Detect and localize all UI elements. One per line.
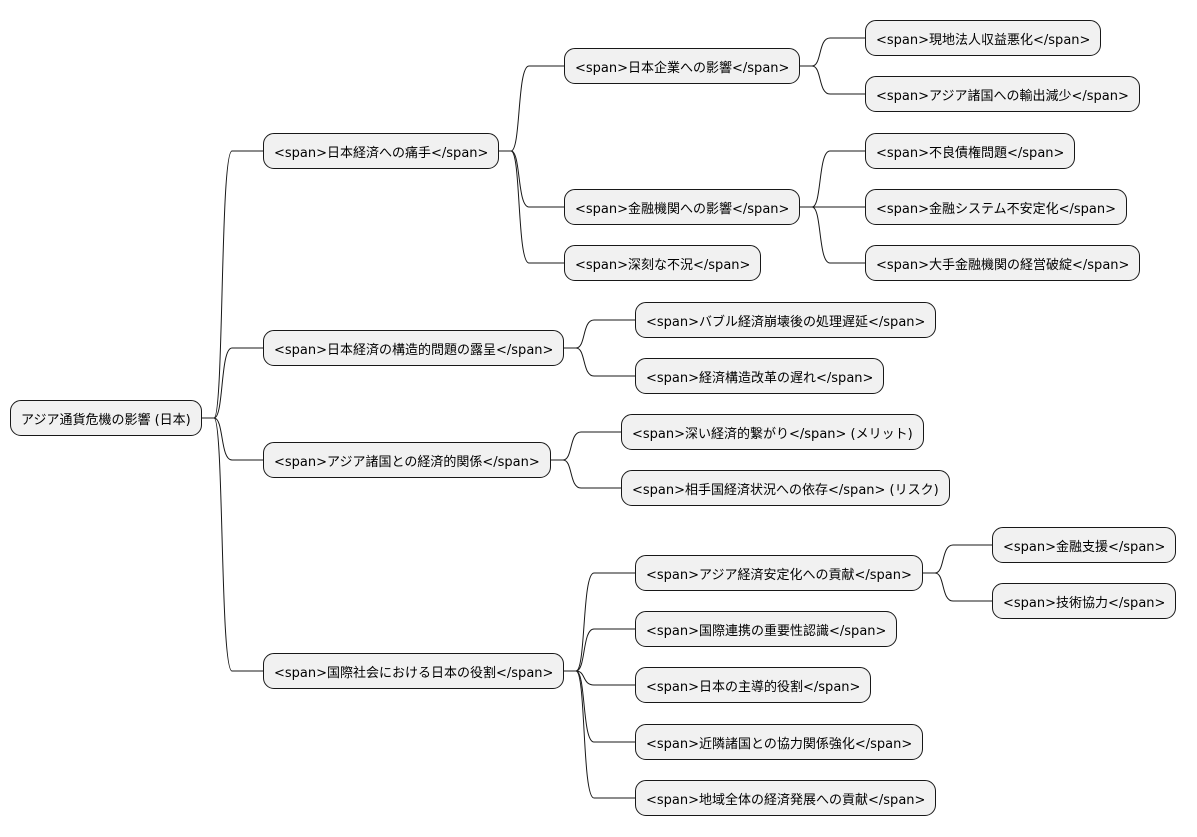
leaf-leading-role: <span>日本の主導的役割</span> bbox=[635, 667, 872, 703]
leaf-subsidiary-profit-decline: <span>現地法人収益悪化</span> bbox=[865, 20, 1102, 56]
node-severe-recession: <span>深刻な不況</span> bbox=[564, 245, 762, 281]
leaf-dependency: <span>相手国経済状況への依存</span> (リスク) bbox=[621, 470, 950, 506]
leaf-intl-cooperation: <span>国際連携の重要性認識</span> bbox=[635, 611, 898, 647]
connector-root-b4 bbox=[202, 417, 263, 672]
connector-b4-b4_4 bbox=[564, 670, 635, 743]
connector-b1-b1_2 bbox=[499, 150, 564, 208]
leaf-tech-cooperation: <span>技術協力</span> bbox=[992, 583, 1177, 619]
leaf-bad-loans: <span>不良債権問題</span> bbox=[865, 133, 1076, 169]
connector-b1_1-b1_1_2 bbox=[800, 65, 865, 95]
branch-international-role: <span>国際社会における日本の役割</span> bbox=[263, 653, 565, 689]
connector-b4-b4_2 bbox=[564, 628, 635, 672]
connector-b4_1-b4_1_2 bbox=[923, 572, 992, 602]
leaf-neighbor-cooperation: <span>近隣諸国との協力関係強化</span> bbox=[635, 724, 924, 760]
node-asia-stabilization: <span>アジア経済安定化への貢献</span> bbox=[635, 555, 923, 591]
connector-b3-b3_2 bbox=[551, 459, 621, 489]
connector-b1-b1_1 bbox=[499, 65, 564, 152]
node-corporate-impact: <span>日本企業への影響</span> bbox=[564, 48, 801, 84]
connector-b1-b1_3 bbox=[499, 150, 564, 264]
connector-b3-b3_1 bbox=[551, 431, 621, 461]
root-node: アジア通貨危機の影響 (日本) bbox=[10, 400, 202, 436]
connector-b1_2-b1_2_3 bbox=[800, 206, 865, 264]
branch-economic-damage: <span>日本経済への痛手</span> bbox=[263, 133, 500, 169]
connector-b4-b4_1 bbox=[564, 572, 635, 672]
leaf-export-decline: <span>アジア諸国への輸出減少</span> bbox=[865, 76, 1140, 112]
connector-b4_1-b4_1_1 bbox=[923, 544, 992, 574]
connector-b1_2-b1_2_1 bbox=[800, 150, 865, 208]
leaf-deep-ties: <span>深い経済的繋がり</span> (メリット) bbox=[621, 414, 924, 450]
leaf-bank-failures: <span>大手金融機関の経営破綻</span> bbox=[865, 245, 1141, 281]
connector-root-b1 bbox=[202, 150, 263, 419]
connector-b4-b4_5 bbox=[564, 670, 635, 799]
connector-b4-b4_3 bbox=[564, 670, 635, 686]
connector-b2-b2_2 bbox=[564, 347, 635, 377]
leaf-financial-support: <span>金融支援</span> bbox=[992, 527, 1177, 563]
leaf-reform-delay: <span>経済構造改革の遅れ</span> bbox=[635, 358, 885, 394]
branch-structural-problems: <span>日本経済の構造的問題の露呈</span> bbox=[263, 330, 565, 366]
connector-root-b3 bbox=[202, 417, 263, 461]
leaf-bubble-cleanup-delay: <span>バブル経済崩壊後の処理遅延</span> bbox=[635, 302, 937, 338]
leaf-financial-instability: <span>金融システム不安定化</span> bbox=[865, 189, 1128, 225]
connector-root-b2 bbox=[202, 347, 263, 419]
node-financial-impact: <span>金融機関への影響</span> bbox=[564, 189, 801, 225]
connector-b1_1-b1_1_1 bbox=[800, 37, 865, 67]
connector-b2-b2_1 bbox=[564, 319, 635, 349]
branch-asia-relations: <span>アジア諸国との経済的関係</span> bbox=[263, 442, 551, 478]
leaf-regional-development: <span>地域全体の経済発展への貢献</span> bbox=[635, 780, 937, 816]
